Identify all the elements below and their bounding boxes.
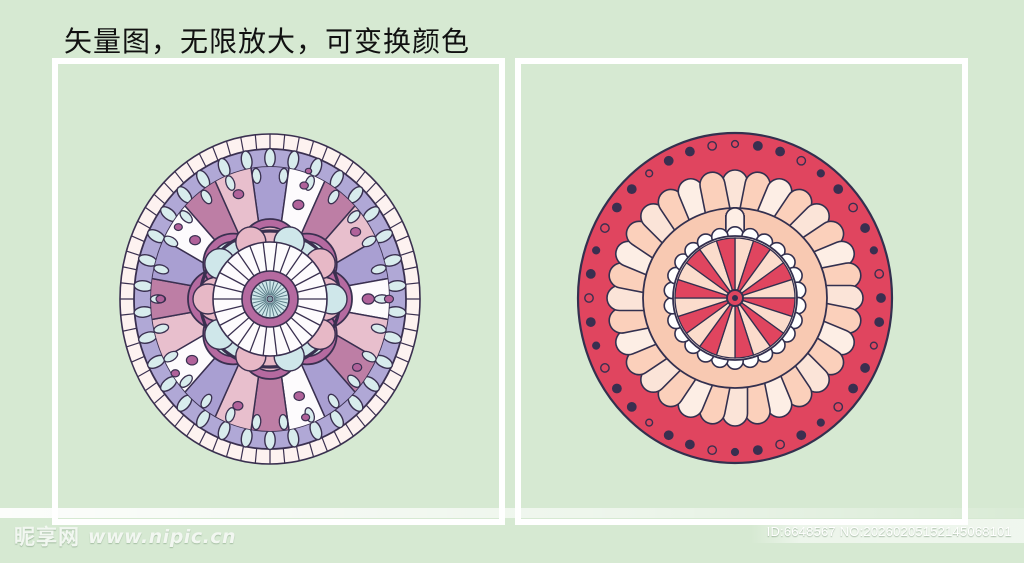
rim-hatching: [120, 134, 420, 464]
ring-dots: [584, 139, 886, 457]
ring-oval-band: [133, 147, 407, 451]
image-id-text: ID:6648567 NO:20260205152145068101: [766, 523, 1012, 539]
purple-mandala-artwork: [119, 133, 421, 465]
watermark-logo: 昵享网: [14, 525, 80, 549]
watermark-url: www.nipic.cn: [88, 526, 237, 548]
id-strip: ID:6648567 NO:20260205152145068101: [750, 519, 1024, 543]
red-mandala-artwork: [576, 131, 894, 465]
center-flower: [187, 218, 353, 380]
page-title: 矢量图，无限放大，可变换颜色: [64, 25, 471, 58]
core-pip: [732, 295, 738, 301]
core-wedges: [674, 237, 796, 359]
watermark: 昵享网 www.nipic.cn: [0, 512, 420, 563]
spoke-dots: [155, 167, 395, 422]
